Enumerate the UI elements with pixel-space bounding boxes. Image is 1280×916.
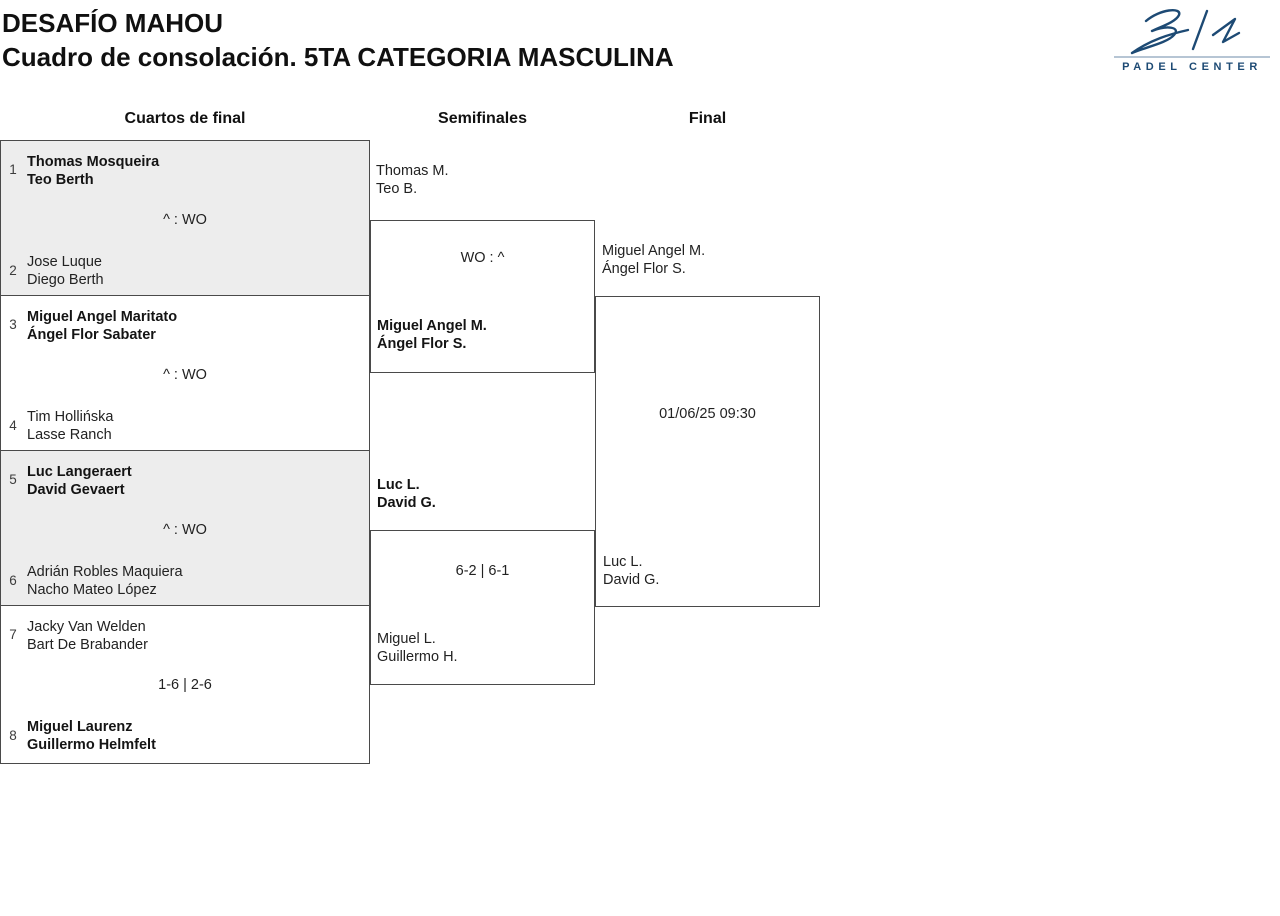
player-name: Miguel Angel Maritato [27, 309, 178, 325]
player-name: David G. [377, 495, 436, 511]
player-name: Bart De Brabander [27, 637, 148, 653]
seed-number: 7 [9, 627, 17, 642]
player-name: Guillermo Helmfelt [27, 737, 156, 753]
player-name: Luc Langeraert [27, 464, 132, 480]
player-name: Jacky Van Welden [27, 619, 146, 635]
sf1-team-bottom: Miguel Angel M. Ángel Flor S. [377, 317, 487, 353]
qf-match-3: 5 Luc Langeraert David Gevaert ^ : WO 6 … [1, 451, 369, 606]
team-names: Luc Langeraert David Gevaert [27, 463, 132, 499]
team-names: Thomas Mosqueira Teo Berth [27, 153, 159, 189]
match-score: ^ : WO [163, 212, 207, 228]
player-name: David G. [603, 572, 660, 588]
final-team-top: Miguel Angel M. Ángel Flor S. [602, 242, 705, 278]
qf-match-2: 3 Miguel Angel Maritato Ángel Flor Sabat… [1, 296, 369, 451]
bracket-subtitle: Cuadro de consolación. 5TA CATEGORIA MAS… [2, 42, 674, 72]
final-match: 01/06/25 09:30 Luc L. David G. [595, 296, 820, 607]
team-names: Adrián Robles Maquiera Nacho Mateo López [27, 563, 183, 599]
qf-match-4: 7 Jacky Van Welden Bart De Brabander 1-6… [1, 606, 369, 763]
player-name: Nacho Mateo López [27, 582, 157, 598]
page-header: DESAFÍO MAHOU Cuadro de consolación. 5TA… [2, 6, 674, 74]
player-name: Tim Hollińska [27, 409, 114, 425]
tournament-title: DESAFÍO MAHOU [2, 8, 223, 38]
team-names: Miguel Laurenz Guillermo Helmfelt [27, 718, 156, 754]
match-score: WO : ^ [460, 250, 505, 266]
sf-match-1: WO : ^ Miguel Angel M. Ángel Flor S. [370, 220, 595, 373]
seed-number: 3 [9, 317, 17, 332]
player-name: Teo Berth [27, 172, 94, 188]
player-name: Miguel Angel M. [602, 243, 706, 259]
match-score: 1-6 | 2-6 [158, 677, 212, 693]
player-name: David Gevaert [27, 482, 125, 498]
final-team-bottom: Luc L. David G. [603, 553, 659, 589]
sf2-team-top: Luc L. David G. [377, 476, 436, 512]
sf1-team-top: Thomas M. Teo B. [376, 162, 449, 198]
column-header-final: Final [688, 110, 727, 127]
player-name: Teo B. [376, 181, 418, 197]
player-name: Luc L. [603, 554, 643, 570]
match-score: ^ : WO [163, 367, 207, 383]
player-name: Lasse Ranch [27, 427, 112, 443]
player-name: Miguel Angel M. [377, 318, 487, 334]
player-name: Jose Luque [27, 254, 102, 270]
team-names: Jacky Van Welden Bart De Brabander [27, 618, 148, 654]
player-name: Guillermo H. [377, 649, 458, 665]
seed-number: 4 [9, 418, 17, 433]
match-schedule: 01/06/25 09:30 [659, 406, 756, 422]
quarterfinals-column: 1 Thomas Mosqueira Teo Berth ^ : WO 2 Jo… [0, 140, 370, 764]
player-name: Thomas M. [376, 163, 449, 179]
seed-number: 1 [9, 162, 17, 177]
player-name: Ángel Flor S. [377, 336, 467, 352]
seed-number: 6 [9, 573, 17, 588]
column-header-semifinals: Semifinales [438, 110, 527, 127]
player-name: Adrián Robles Maquiera [27, 564, 183, 580]
column-header-quarterfinals: Cuartos de final [124, 110, 246, 127]
seed-number: 2 [9, 263, 17, 278]
player-name: Luc L. [377, 477, 420, 493]
team-names: Tim Hollińska Lasse Ranch [27, 408, 113, 444]
player-name: Ángel Flor S. [602, 261, 686, 277]
bela-signature-icon: PADEL CENTER [1114, 9, 1270, 73]
seed-number: 8 [9, 728, 17, 743]
club-logo: PADEL CENTER [1112, 4, 1272, 74]
sf2-team-bottom: Miguel L. Guillermo H. [377, 630, 458, 666]
logo-wordmark: PADEL CENTER [1122, 61, 1262, 73]
player-name: Thomas Mosqueira [27, 154, 160, 170]
team-names: Miguel Angel Maritato Ángel Flor Sabater [27, 308, 177, 344]
team-names: Jose Luque Diego Berth [27, 253, 104, 289]
player-name: Diego Berth [27, 272, 104, 288]
sf-match-2: 6-2 | 6-1 Miguel L. Guillermo H. [370, 530, 595, 685]
qf-match-1: 1 Thomas Mosqueira Teo Berth ^ : WO 2 Jo… [1, 141, 369, 296]
player-name: Miguel L. [377, 631, 436, 647]
seed-number: 5 [9, 472, 17, 487]
match-score: 6-2 | 6-1 [455, 563, 510, 579]
player-name: Ángel Flor Sabater [27, 327, 156, 343]
match-score: ^ : WO [163, 522, 207, 538]
player-name: Miguel Laurenz [27, 719, 133, 735]
